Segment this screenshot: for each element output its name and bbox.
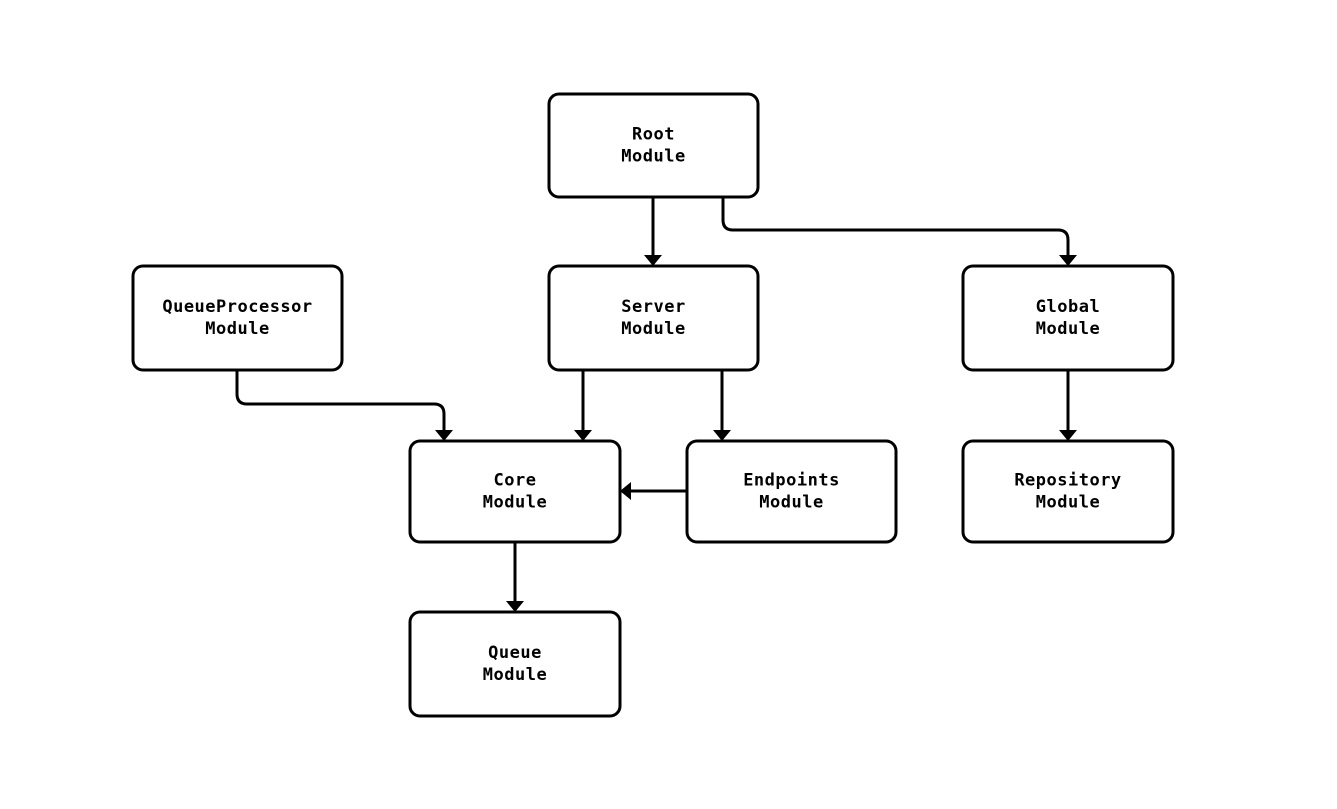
- arrow-head-icon: [644, 255, 662, 266]
- node-box[interactable]: [408, 439, 622, 544]
- node-label-line1: Repository: [1014, 471, 1121, 491]
- node-label-line2: Module: [759, 493, 823, 513]
- arrow-head-icon: [435, 430, 453, 441]
- node-label-line2: Module: [1036, 493, 1100, 513]
- node-label-line1: Root: [632, 125, 675, 145]
- node-box[interactable]: [961, 264, 1175, 372]
- arrow-head-icon: [506, 601, 524, 612]
- node-label-line1: QueueProcessor: [162, 297, 312, 317]
- edges-layer: [235, 197, 1077, 612]
- edge-line: [721, 197, 1070, 256]
- node-label-line2: Module: [205, 319, 269, 339]
- node-box[interactable]: [408, 610, 622, 718]
- node-label-line2: Module: [1036, 319, 1100, 339]
- node-label-line2: Module: [621, 147, 685, 167]
- node-box[interactable]: [131, 264, 344, 372]
- node-box[interactable]: [547, 264, 760, 372]
- edge-server-to-endpoints: [713, 370, 731, 441]
- edge-root-to-global: [721, 197, 1077, 266]
- edge-endpoints-to-core: [620, 482, 687, 500]
- edge-server-to-core: [574, 370, 592, 441]
- node-label-line1: Endpoints: [743, 471, 840, 491]
- node-label-line1: Global: [1036, 297, 1100, 317]
- arrow-head-icon: [620, 482, 631, 500]
- nodes-layer: RootModuleQueueProcessorModuleServerModu…: [131, 92, 1175, 718]
- node-box[interactable]: [547, 92, 760, 199]
- edge-global-to-repository: [1059, 370, 1077, 441]
- node-box[interactable]: [685, 439, 898, 544]
- edge-line: [235, 370, 446, 431]
- node-label-line1: Queue: [488, 643, 542, 663]
- arrow-head-icon: [713, 430, 731, 441]
- edge-queueprocessor-to-core: [235, 370, 453, 441]
- node-label-line1: Server: [621, 297, 685, 317]
- arrow-head-icon: [574, 430, 592, 441]
- node-box[interactable]: [961, 439, 1175, 544]
- node-label-line2: Module: [483, 493, 547, 513]
- arrow-head-icon: [1059, 430, 1077, 441]
- edge-core-to-queue: [506, 542, 524, 612]
- node-label-line2: Module: [621, 319, 685, 339]
- node-label-line1: Core: [494, 471, 537, 491]
- edge-root-to-server: [644, 197, 662, 266]
- node-label-line2: Module: [483, 665, 547, 685]
- arrow-head-icon: [1059, 255, 1077, 266]
